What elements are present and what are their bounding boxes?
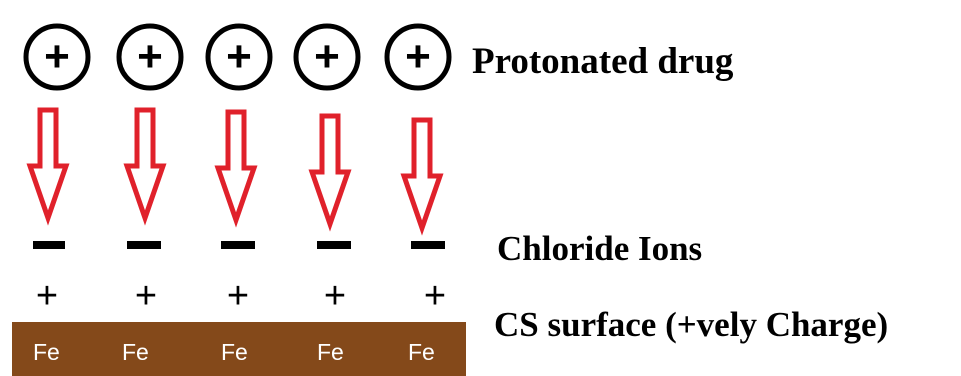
down-arrow-3 <box>218 112 254 220</box>
chloride-ions-label: Chloride Ions <box>497 229 703 268</box>
chloride-ion-3 <box>221 241 255 249</box>
drug-circle-3 <box>205 23 273 91</box>
drug-charge-5: + <box>405 32 431 81</box>
drug-circle-1 <box>23 23 91 91</box>
fe-atom-4: Fe <box>317 339 344 365</box>
drug-circle-5 <box>384 23 452 91</box>
drug-charge-4: + <box>314 32 340 81</box>
drug-circle-2 <box>116 23 184 91</box>
protonated-drug-label: Protonated drug <box>472 41 734 82</box>
drug-charge-1: + <box>44 32 70 81</box>
surface-charge-5: + <box>424 275 446 317</box>
cs-surface-label: CS surface (+vely Charge) <box>494 305 889 344</box>
surface-charge-row: + + + + + <box>36 275 446 317</box>
down-arrow-4 <box>312 116 348 224</box>
fe-atom-1: Fe <box>33 339 60 365</box>
down-arrow-5 <box>404 120 440 228</box>
chloride-ion-1 <box>33 241 65 249</box>
cs-surface-block <box>12 322 466 376</box>
down-arrow-2 <box>127 110 163 218</box>
down-arrow-1 <box>30 110 66 218</box>
surface-charge-4: + <box>324 275 346 317</box>
drug-row: + + + + + <box>23 23 452 91</box>
chloride-ion-5 <box>411 241 445 249</box>
arrow-row <box>30 110 440 228</box>
surface-charge-3: + <box>227 275 249 317</box>
chloride-ion-2 <box>127 241 161 249</box>
drug-charge-3: + <box>226 32 252 81</box>
fe-atom-2: Fe <box>122 339 149 365</box>
surface-charge-2: + <box>135 275 157 317</box>
fe-atom-5: Fe <box>408 339 435 365</box>
fe-atom-3: Fe <box>221 339 248 365</box>
drug-charge-2: + <box>137 32 163 81</box>
chloride-ion-4 <box>317 241 351 249</box>
drug-circle-4 <box>293 23 361 91</box>
chloride-row <box>33 241 445 249</box>
surface-charge-1: + <box>36 275 58 317</box>
